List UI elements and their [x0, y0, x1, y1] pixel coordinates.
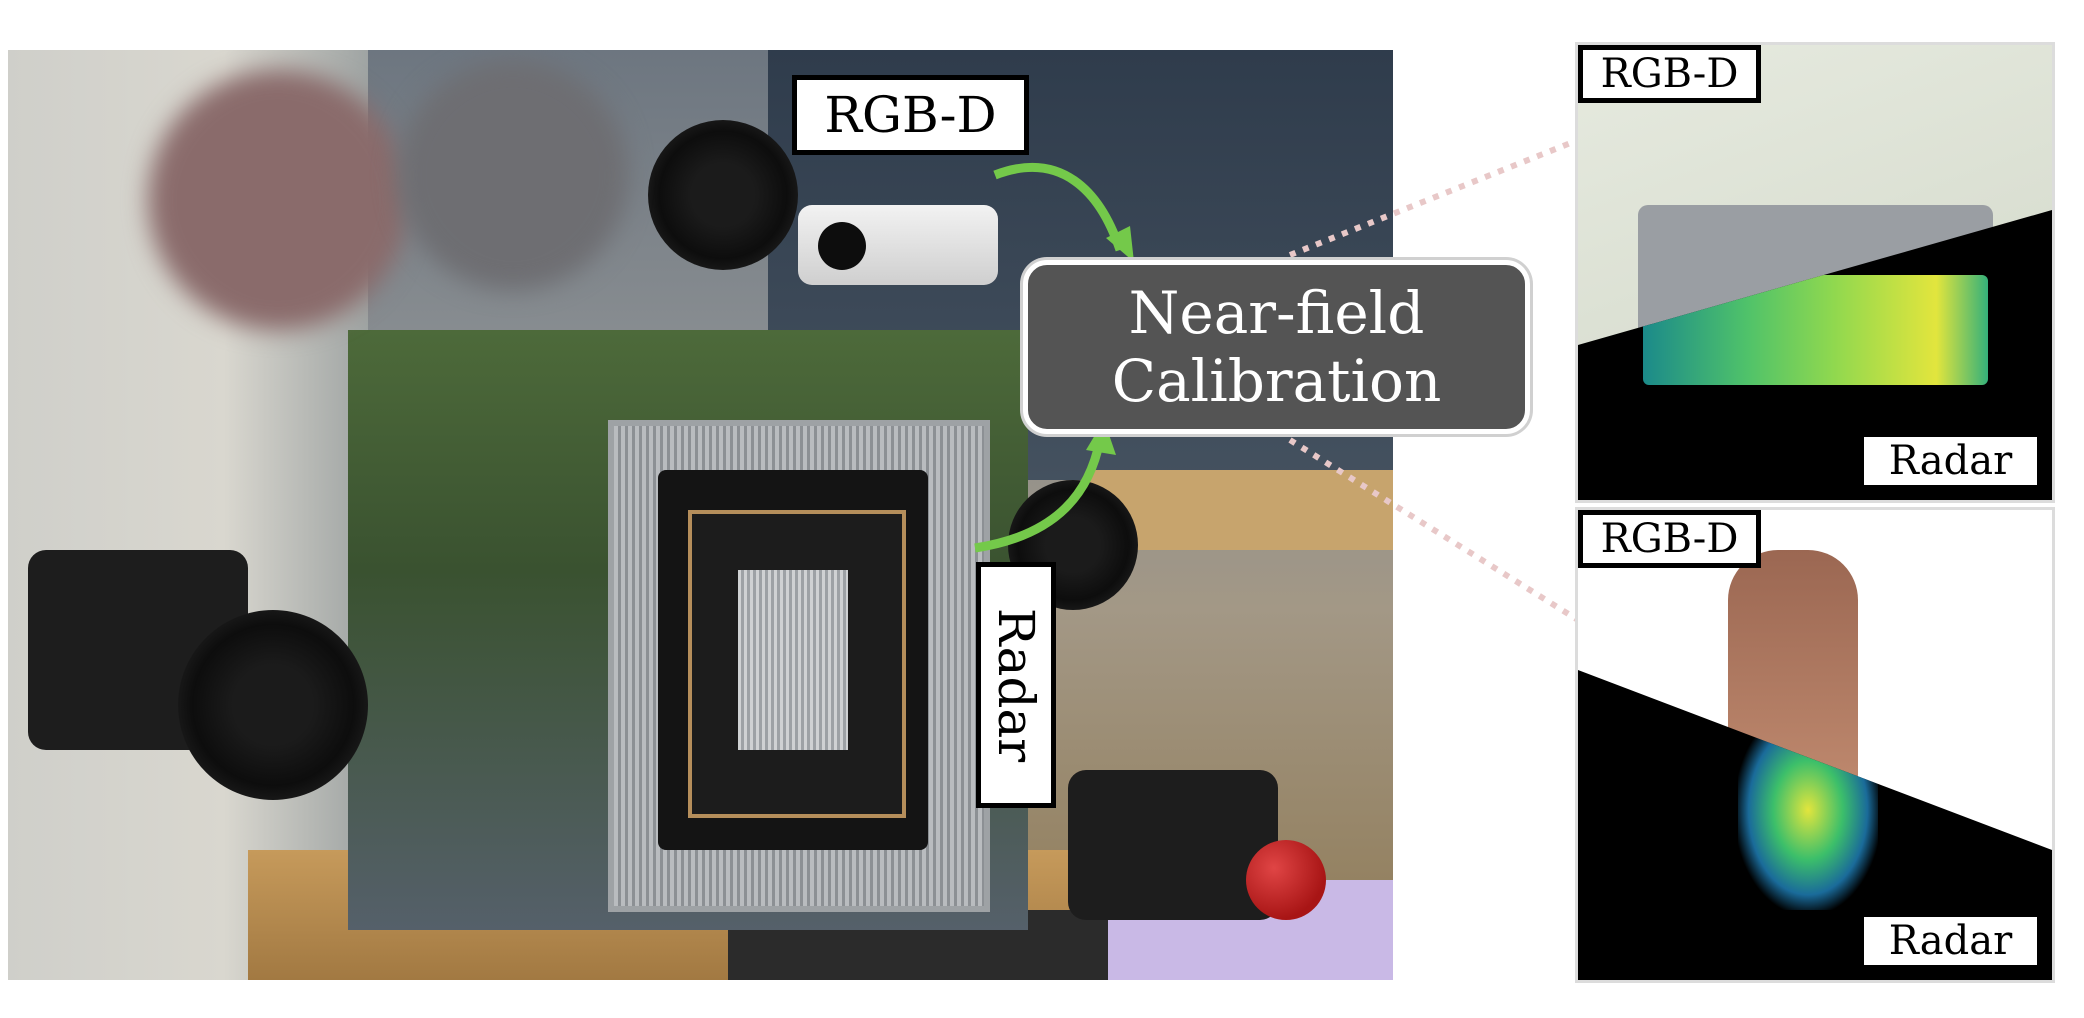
dslr-camera-right: [1068, 770, 1278, 920]
bottom-panel-radar-label: Radar: [1859, 912, 2042, 970]
bottom-panel-rgbd-label: RGB-D: [1578, 510, 1761, 568]
rgbd-camera-lens: [818, 222, 866, 270]
top-panel-rgbd-label: RGB-D: [1578, 45, 1761, 103]
hand-panel: RGB-D Radar: [1578, 510, 2052, 980]
camera-lens-top: [648, 120, 798, 270]
blurred-region-2: [398, 60, 628, 290]
calibration-line1: Near-field: [1128, 279, 1425, 347]
rgbd-label: RGB-D: [792, 75, 1029, 155]
radar-label-text: Radar: [987, 607, 1045, 763]
top-panel-radar-label: Radar: [1859, 432, 2042, 490]
calibration-callout: Near-field Calibration: [1023, 260, 1530, 434]
calibration-line2: Calibration: [1111, 347, 1442, 415]
metal-plate-panel: RGB-D Radar: [1578, 45, 2052, 500]
sensor-rig-photo: [8, 50, 1393, 980]
red-ball: [1246, 840, 1326, 920]
radar-label: Radar: [976, 562, 1056, 808]
dslr-lens-left: [178, 610, 368, 800]
radar-core: [738, 570, 848, 750]
blurred-region-1: [148, 70, 408, 330]
